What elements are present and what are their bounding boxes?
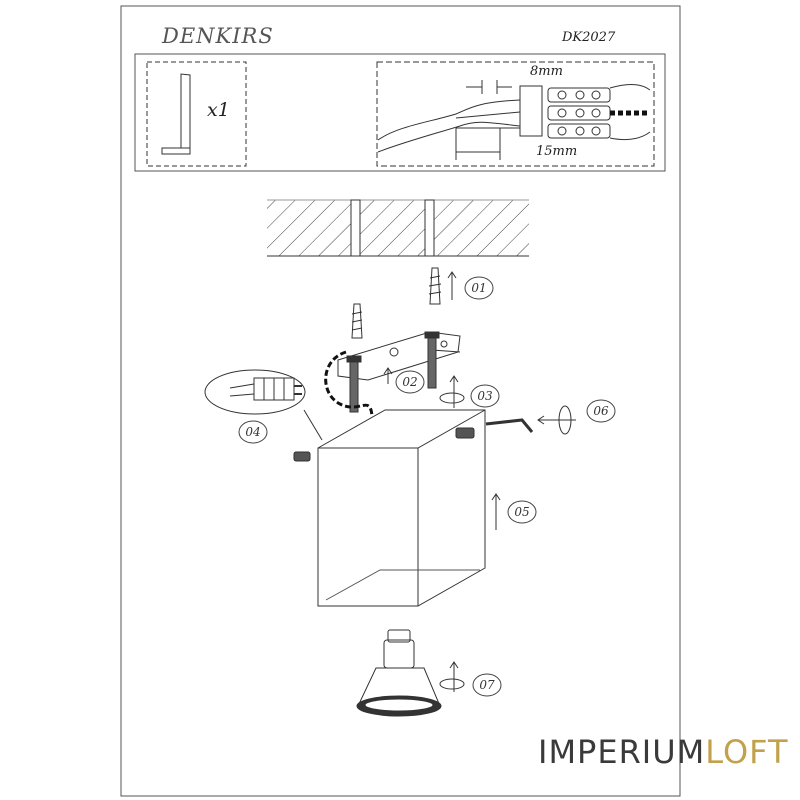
screw-plug (351, 303, 363, 339)
side-screw-right (455, 427, 475, 439)
strip-length-label: 8mm (530, 64, 563, 79)
rotate-arrow-07 (439, 661, 465, 692)
hex-key-quantity: x1 (207, 99, 230, 121)
step-circles (238, 276, 616, 697)
wall-plug (428, 267, 457, 305)
watermark: IMPERIUMLOFT (538, 733, 789, 771)
terminal-block (519, 85, 543, 137)
hex-key-panel (146, 61, 247, 167)
bracket-screws (346, 331, 440, 413)
step-label-01: 01 (471, 281, 487, 295)
insulation-length-label: 15mm (536, 144, 578, 159)
step-label-04: 04 (245, 425, 261, 439)
ceiling-section (267, 199, 529, 257)
luminaire-body (317, 409, 486, 607)
watermark-part1: IMPERIUM (538, 733, 706, 771)
step-label-03: 03 (477, 389, 493, 403)
rotate-arrow-06 (537, 405, 576, 435)
terminal-connectors (547, 87, 611, 139)
step-label-07: 07 (479, 678, 495, 692)
push-arrow-05 (491, 493, 501, 530)
supply-wire (324, 350, 374, 417)
side-screw-left (293, 451, 311, 462)
watermark-part2: LOFT (705, 733, 789, 771)
step-label-06: 06 (593, 404, 609, 418)
model-number: DK2027 (562, 30, 616, 45)
wiring-panel (376, 61, 655, 167)
page-frame (120, 5, 681, 797)
brand-name: DENKIRS (162, 24, 274, 48)
step-label-02: 02 (402, 375, 418, 389)
step-label-05: 05 (514, 505, 530, 519)
hex-key-icon (161, 73, 191, 155)
gu10-lamp (356, 629, 442, 717)
hex-key-tool (485, 418, 534, 433)
header-box (134, 53, 666, 172)
wiring-callout (204, 369, 323, 441)
cable (377, 99, 521, 141)
rotate-arrow-03 (439, 375, 465, 408)
